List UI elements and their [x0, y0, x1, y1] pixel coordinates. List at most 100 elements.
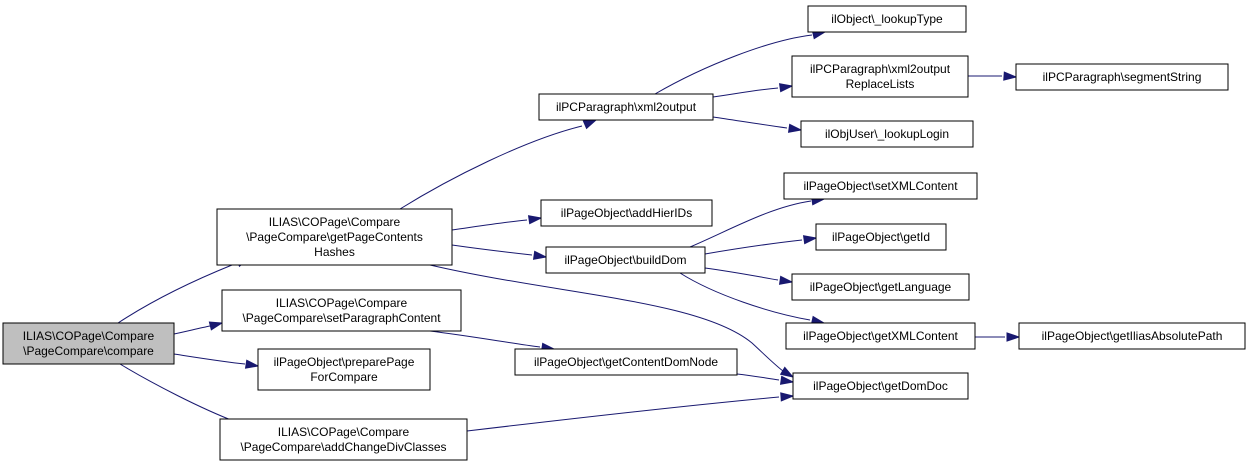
node-layer: ILIAS\COPage\Compare\PageCompare\compare…: [2, 5, 1246, 461]
node-label-line: ILIAS\COPage\Compare: [276, 296, 408, 310]
arrowhead: [208, 321, 224, 331]
node-lookupLogin[interactable]: ilObjUser\_lookupLogin: [800, 120, 974, 148]
node-box[interactable]: [785, 322, 976, 350]
arrowhead: [1006, 332, 1021, 342]
edge-line: [429, 330, 541, 348]
edge-line: [704, 267, 779, 281]
node-getPageContentsHashes[interactable]: ILIAS\COPage\Compare\PageCompare\getPage…: [216, 208, 453, 266]
edge-line: [119, 363, 237, 423]
edge-getXMLContent-to-getIliasAbsolutePath: [974, 332, 1021, 342]
node-box[interactable]: [1015, 63, 1229, 91]
node-box[interactable]: [792, 372, 969, 400]
node-box[interactable]: [216, 208, 453, 266]
node-label-line: \PageCompare\compare: [23, 344, 154, 358]
edge-line: [704, 239, 803, 255]
node-label-line: ilPageObject\getDomDoc: [813, 379, 948, 393]
node-label-line: ILIAS\COPage\Compare: [23, 329, 155, 343]
node-box[interactable]: [514, 348, 738, 376]
node-getContentDomNode[interactable]: ilPageObject\getContentDomNode: [514, 348, 738, 376]
node-box[interactable]: [221, 289, 462, 332]
edge-line: [451, 219, 528, 231]
node-label-line: \PageCompare\setParagraphContent: [242, 311, 441, 325]
node-label-line: ILIAS\COPage\Compare: [278, 425, 410, 439]
node-xml2output[interactable]: ilPCParagraph\xml2output: [538, 93, 714, 121]
node-label-line: ilPageObject\getContentDomNode: [534, 355, 718, 369]
edge-compare-to-preparePageForCompare: [173, 353, 260, 369]
node-label-line: ilObjUser\_lookupLogin: [825, 127, 949, 141]
node-box[interactable]: [2, 322, 175, 365]
edge-line: [466, 396, 780, 432]
edge-line: [429, 264, 784, 372]
node-label-line: ilPageObject\preparePage: [274, 355, 415, 369]
node-label-line: ilPCParagraph\segmentString: [1043, 70, 1202, 84]
edge-line: [712, 87, 779, 98]
edge-line: [399, 125, 583, 210]
edge-setParagraphContent-to-getContentDomNode: [429, 330, 556, 352]
arrowhead: [1003, 71, 1018, 81]
arrowhead: [527, 215, 543, 225]
node-box[interactable]: [791, 273, 970, 301]
node-box[interactable]: [783, 172, 978, 200]
node-box[interactable]: [800, 120, 974, 148]
node-buildDom[interactable]: ilPageObject\buildDom: [545, 246, 706, 274]
edge-line: [712, 116, 788, 129]
node-compare[interactable]: ILIAS\COPage\Compare\PageCompare\compare: [2, 322, 175, 365]
node-addHierIDs[interactable]: ilPageObject\addHierIDs: [540, 199, 713, 227]
edge-compare-to-addChangeDivClasses: [119, 363, 252, 429]
node-box[interactable]: [219, 418, 468, 461]
edge-line: [173, 353, 246, 365]
edge-getPageContentsHashes-to-addHierIDs: [451, 215, 543, 231]
node-label-line: ilPageObject\addHierIDs: [561, 206, 692, 220]
node-box[interactable]: [540, 199, 713, 227]
edge-compare-to-setParagraphContent: [173, 321, 224, 335]
node-box[interactable]: [815, 223, 947, 251]
node-label-line: ILIAS\COPage\Compare: [269, 215, 401, 229]
arrowhead: [779, 366, 795, 378]
node-segmentString[interactable]: ilPCParagraph\segmentString: [1015, 63, 1229, 91]
edge-xml2output-to-lookupLogin: [712, 116, 803, 133]
arrowhead: [582, 119, 598, 130]
edge-buildDom-to-getLanguage: [704, 267, 794, 285]
node-label-line: \PageCompare\addChangeDivClasses: [240, 440, 446, 454]
edge-buildDom-to-getXMLContent: [679, 272, 826, 325]
edge-buildDom-to-getId: [704, 235, 818, 255]
arrowhead: [787, 123, 803, 133]
node-label-line: ilObject\_lookupType: [831, 12, 943, 26]
node-getIliasAbsolutePath[interactable]: ilPageObject\getIliasAbsolutePath: [1018, 322, 1246, 350]
node-box[interactable]: [1018, 322, 1246, 350]
edge-line: [679, 272, 811, 321]
edge-getPageContentsHashes-to-buildDom: [451, 244, 548, 260]
node-label-line: ilPageObject\getXMLContent: [803, 329, 958, 343]
edge-line: [451, 244, 533, 256]
node-box[interactable]: [807, 5, 967, 33]
edge-line: [736, 373, 780, 381]
node-label-line: ilPCParagraph\xml2output: [810, 62, 951, 76]
node-lookupType[interactable]: ilObject\_lookupType: [807, 5, 967, 33]
node-label-line: ilPageObject\getIliasAbsolutePath: [1042, 329, 1223, 343]
node-addChangeDivClasses[interactable]: ILIAS\COPage\Compare\PageCompare\addChan…: [219, 418, 468, 461]
edge-line: [654, 34, 813, 95]
node-label-line: ilPageObject\buildDom: [564, 253, 686, 267]
node-setParagraphContent[interactable]: ILIAS\COPage\Compare\PageCompare\setPara…: [221, 289, 462, 332]
node-getId[interactable]: ilPageObject\getId: [815, 223, 947, 251]
edge-xml2output-to-xml2outputReplaceLists: [712, 83, 794, 98]
node-box[interactable]: [257, 348, 431, 391]
node-label-line: ilPageObject\getId: [832, 230, 930, 244]
node-getXMLContent[interactable]: ilPageObject\getXMLContent: [785, 322, 976, 350]
node-label-line: ReplaceLists: [846, 77, 915, 91]
node-getLanguage[interactable]: ilPageObject\getLanguage: [791, 273, 970, 301]
arrowhead: [778, 83, 794, 93]
node-box[interactable]: [545, 246, 706, 274]
node-getDomDoc[interactable]: ilPageObject\getDomDoc: [792, 372, 969, 400]
node-box[interactable]: [791, 55, 969, 98]
arrowhead: [244, 359, 260, 369]
edge-addChangeDivClasses-to-getDomDoc: [466, 392, 795, 432]
arrowhead: [532, 250, 548, 260]
edge-line: [173, 325, 211, 335]
edge-line: [117, 264, 233, 324]
node-setXMLContent[interactable]: ilPageObject\setXMLContent: [783, 172, 978, 200]
node-box[interactable]: [538, 93, 714, 121]
